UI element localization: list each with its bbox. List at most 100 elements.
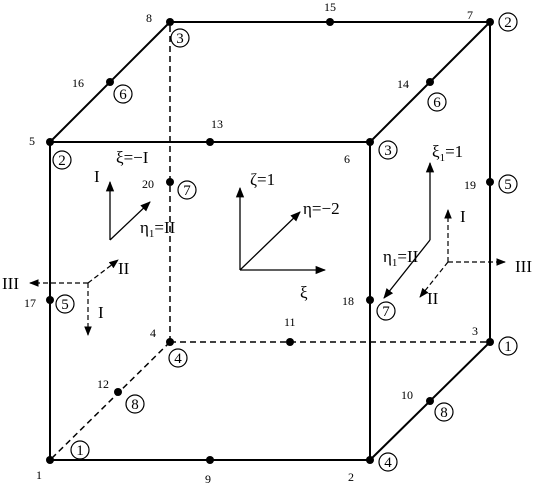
node-number-8: 8 (146, 11, 152, 25)
svg-text:4: 4 (174, 351, 182, 367)
svg-text:7: 7 (382, 304, 390, 320)
circled-label-8-right: 8 (434, 402, 454, 422)
left-eta-arrow (109, 201, 151, 241)
node-dot-9 (206, 456, 214, 464)
right-face-axes (383, 161, 435, 299)
circled-label-7-hidden: 7 (177, 180, 197, 200)
node-number-6: 6 (344, 152, 350, 166)
node-number-7: 7 (467, 8, 473, 22)
node-number-2: 2 (348, 470, 354, 484)
circled-label-3-top: 3 (170, 28, 190, 48)
node-number-19: 19 (464, 178, 476, 192)
node-dot-2 (366, 456, 374, 464)
svg-text:1: 1 (76, 443, 84, 459)
svg-text:4: 4 (384, 455, 392, 471)
right-eta-arrow (383, 239, 431, 299)
node-number-4: 4 (150, 326, 156, 340)
node-dot-10 (426, 397, 434, 405)
circled-label-6-right: 6 (427, 92, 447, 112)
node-dot-13 (206, 138, 214, 146)
circled-label-8-left: 8 (125, 394, 145, 414)
node-number-18: 18 (342, 294, 354, 308)
right-dashed-axes (419, 209, 506, 298)
circled-label-4-hidden: 4 (168, 348, 188, 368)
node-dot-20 (166, 178, 174, 186)
svg-text:6: 6 (119, 87, 127, 103)
circled-label-4-bottom: 4 (378, 452, 398, 472)
right-xi-label: ξ1=1 (432, 142, 463, 164)
svg-text:8: 8 (131, 397, 139, 413)
node-number-15: 15 (324, 0, 336, 14)
left-I-label: I (98, 303, 104, 322)
node-dot-1 (46, 456, 54, 464)
svg-text:1: 1 (504, 339, 512, 355)
circled-label-1-right: 1 (498, 336, 518, 356)
node-number-1: 1 (36, 468, 42, 482)
node-dot-7 (486, 18, 494, 26)
circled-label-3-front: 3 (378, 140, 398, 160)
xi-label: ξ (300, 283, 308, 302)
svg-text:5: 5 (61, 297, 69, 313)
right-III-label: III (515, 257, 532, 276)
circled-label-5-right: 5 (498, 174, 518, 194)
node-number-16: 16 (72, 76, 84, 90)
circled-label-6-top: 6 (113, 84, 133, 104)
node-dot-12 (114, 388, 122, 396)
node-number-13: 13 (211, 117, 223, 131)
circled-label-1-front: 1 (70, 440, 90, 460)
left-eta-label: η1=II (140, 218, 176, 240)
left-II-label: II (118, 259, 130, 278)
node-dot-16 (106, 78, 114, 86)
node-number-5: 5 (29, 134, 35, 148)
circled-label-2-top: 2 (498, 12, 518, 32)
node-dots (46, 18, 494, 464)
node-dot-8 (166, 18, 174, 26)
circled-labels: 1 4 1 4 2 3 2 3 (52, 12, 518, 472)
node-dot-19 (486, 178, 494, 186)
svg-text:2: 2 (58, 153, 66, 169)
svg-text:3: 3 (384, 143, 392, 159)
left-dashed-axes (29, 259, 119, 336)
node-dot-18 (366, 296, 374, 304)
left-face-axes (105, 180, 151, 241)
right-I-label: I (460, 207, 466, 226)
node-dot-6 (366, 138, 374, 146)
circled-label-7-front: 7 (376, 301, 396, 321)
node-number-3: 3 (472, 324, 478, 338)
node-number-10: 10 (401, 388, 413, 402)
edge-4-1 (49, 341, 171, 461)
svg-text:5: 5 (504, 177, 512, 193)
node-dot-4 (166, 338, 174, 346)
node-number-20: 20 (142, 177, 154, 191)
node-number-17: 17 (24, 296, 36, 310)
node-number-12: 12 (97, 377, 109, 391)
circled-label-5-left: 5 (55, 294, 75, 314)
right-II-label: II (427, 289, 439, 308)
node-dot-17 (46, 296, 54, 304)
node-numbers: 1 2 3 4 5 6 7 8 9 10 11 12 13 14 15 16 1… (24, 0, 478, 486)
node-dot-11 (286, 338, 294, 346)
svg-text:7: 7 (183, 183, 191, 199)
node-dot-3 (486, 338, 494, 346)
svg-text:8: 8 (440, 405, 448, 421)
left-top-I-label: I (94, 167, 100, 186)
svg-text:2: 2 (504, 15, 512, 31)
eta-arrow (239, 211, 301, 271)
center-axes (235, 186, 327, 275)
node-dot-14 (426, 78, 434, 86)
node-dot-5 (46, 138, 54, 146)
left-III-label: III (2, 274, 19, 293)
svg-text:6: 6 (433, 95, 441, 111)
left-xi-label: ξ=−I (116, 148, 149, 167)
node-dot-15 (326, 18, 334, 26)
node-number-11: 11 (284, 315, 296, 329)
svg-text:3: 3 (176, 31, 184, 47)
right-eta-label: η1=II (383, 247, 419, 269)
zeta-label: ζ=1 (250, 170, 275, 189)
node-number-9: 9 (205, 472, 211, 486)
circled-label-2-left: 2 (52, 150, 72, 170)
left-II-arrow (87, 259, 119, 284)
node-number-14: 14 (397, 77, 409, 91)
